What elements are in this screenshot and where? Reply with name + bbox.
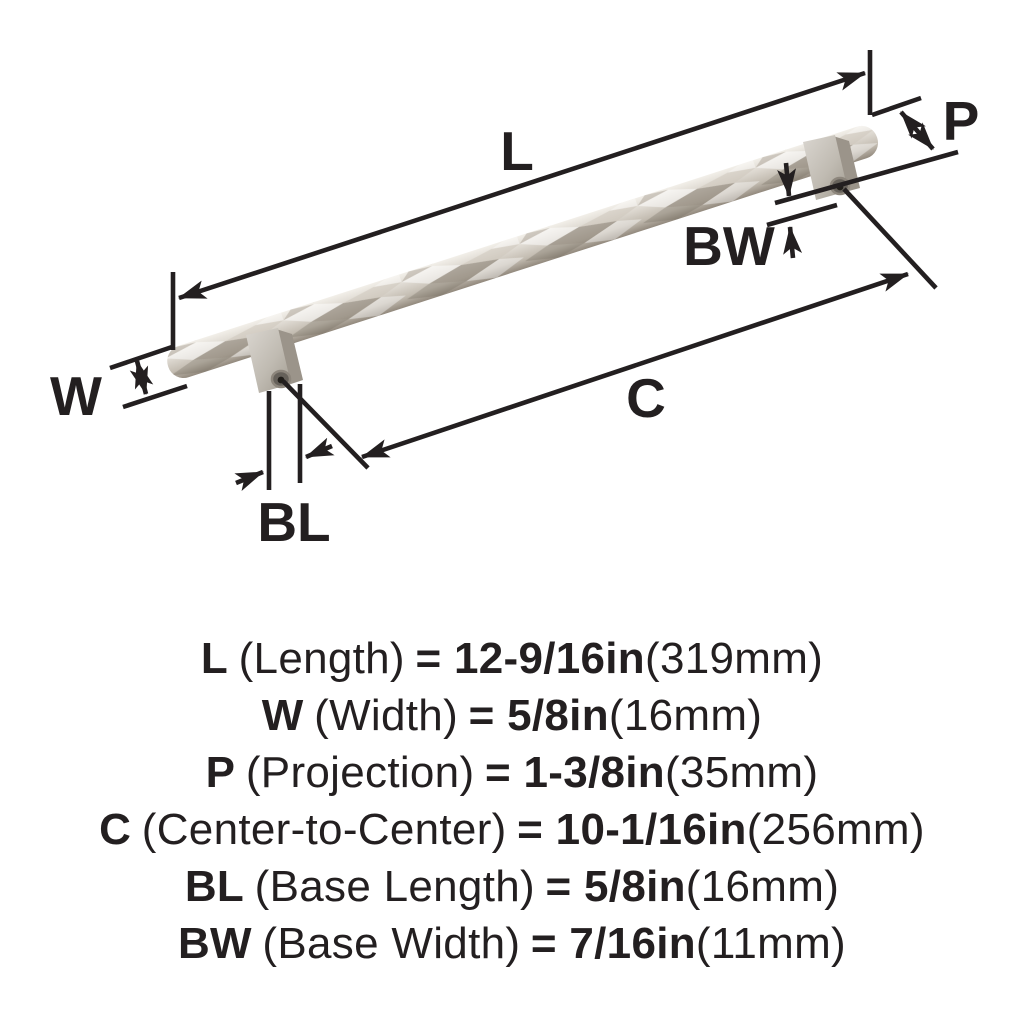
dimension-C [281, 187, 938, 470]
spec-code: BW [177, 919, 252, 968]
leader-line [281, 379, 370, 470]
dim-label-C: C [626, 367, 666, 429]
spec-line-base-width: BW(Base Width)= 7/16in(11mm) [0, 915, 1024, 972]
spec-code: W [261, 691, 304, 740]
dimension-arrow-W [129, 360, 154, 395]
dimension-line-L [178, 70, 866, 301]
spec-code: L [200, 634, 229, 683]
spec-metric: (256mm) [746, 805, 925, 854]
mounting-post-left [246, 328, 303, 393]
extension-line [871, 95, 922, 118]
spec-value: = 7/16in [530, 919, 696, 968]
dimension-BL [234, 384, 335, 491]
spec-name: (Width) [314, 691, 459, 740]
spec-metric: (319mm) [645, 634, 824, 683]
spec-line-length: L(Length)= 12-9/16in(319mm) [0, 630, 1024, 687]
extension-line [122, 383, 188, 410]
dimension-arrow-P [899, 110, 935, 151]
spec-code: P [205, 748, 236, 797]
spec-name: (Projection) [245, 748, 475, 797]
spec-metric: (16mm) [685, 862, 840, 911]
arrow-down [777, 162, 797, 197]
spec-name: (Center-to-Center) [141, 805, 507, 854]
spec-line-projection: P(Projection)= 1-3/8in(35mm) [0, 744, 1024, 801]
spec-name: (Base Length) [254, 862, 535, 911]
spec-line-base-length: BL(Base Length)= 5/8in(16mm) [0, 858, 1024, 915]
spec-value: = 12-9/16in [415, 634, 645, 683]
spec-code: C [99, 805, 132, 854]
arrow-left [305, 437, 335, 460]
spec-line-center-to-center: C(Center-to-Center)= 10-1/16in(256mm) [0, 801, 1024, 858]
spec-list: L(Length)= 12-9/16in(319mm) W(Width)= 5/… [0, 630, 1024, 972]
arrow-up [783, 226, 803, 259]
dim-label-L: L [500, 120, 534, 182]
spec-name: (Length) [238, 634, 405, 683]
arrow-right [234, 469, 264, 491]
spec-line-width: W(Width)= 5/8in(16mm) [0, 687, 1024, 744]
extension-line [766, 202, 838, 228]
dimension-W [109, 344, 188, 410]
extension-line [774, 149, 959, 206]
dim-label-P: P [943, 90, 980, 152]
spec-metric: (35mm) [664, 748, 819, 797]
spec-code: BL [184, 862, 245, 911]
post-side-face [276, 329, 303, 385]
dim-label-W: W [50, 365, 102, 427]
leader-line [842, 187, 938, 290]
dimension-P [774, 95, 959, 206]
dimension-BW [766, 162, 838, 259]
extension-line [109, 344, 173, 371]
spec-metric: (16mm) [608, 691, 763, 740]
spec-metric: (11mm) [695, 919, 847, 968]
dimension-line-C [361, 271, 909, 460]
dimension-drawing: L P BW C W BL [50, 50, 980, 553]
spec-value: = 1-3/8in [484, 748, 665, 797]
spec-value: = 10-1/16in [517, 805, 747, 854]
spec-value: = 5/8in [545, 862, 686, 911]
spec-name: (Base Width) [262, 919, 521, 968]
dim-label-BL: BL [257, 491, 330, 553]
dim-label-BW: BW [683, 215, 775, 277]
dimension-L [170, 50, 873, 350]
spec-value: = 5/8in [468, 691, 609, 740]
